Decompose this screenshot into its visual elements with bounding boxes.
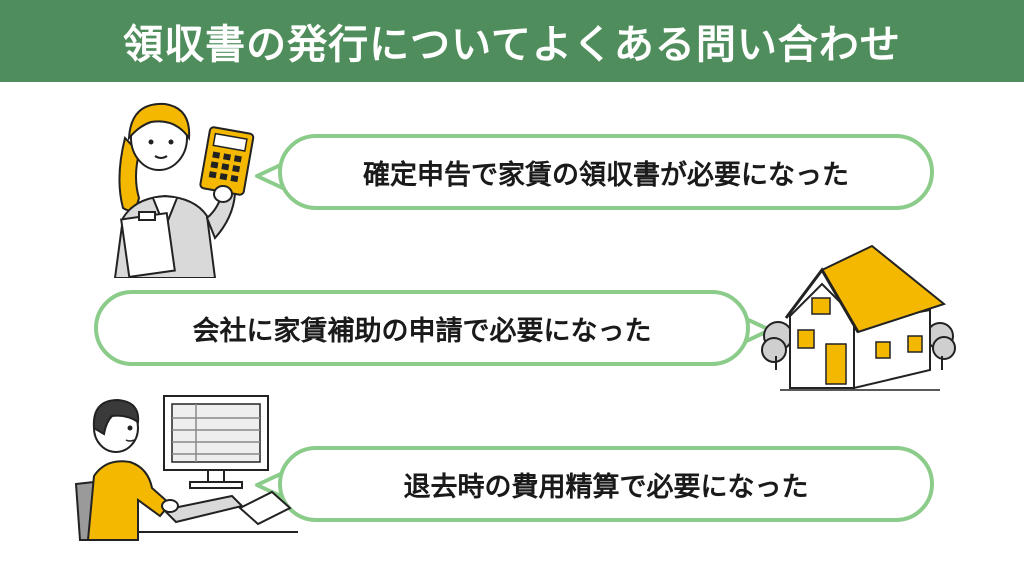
faq-text-3: 退去時の費用精算で必要になった bbox=[403, 471, 809, 503]
faq-bubble-1: 確定申告で家賃の領収書が必要になった bbox=[278, 134, 934, 210]
faq-text-1: 確定申告で家賃の領収書が必要になった bbox=[363, 159, 849, 191]
page-header: 領収書の発行についてよくある問い合わせ bbox=[0, 0, 1024, 82]
faq-bubble-2: 会社に家賃補助の申請で必要になった bbox=[94, 290, 750, 366]
faq-bubble-3: 退去時の費用精算で必要になった bbox=[278, 446, 934, 522]
woman-with-calculator-icon bbox=[113, 102, 255, 278]
man-at-computer-icon bbox=[74, 395, 298, 541]
house-icon bbox=[761, 244, 956, 391]
faq-text-2: 会社に家賃補助の申請で必要になった bbox=[192, 315, 652, 347]
page-title: 領収書の発行についてよくある問い合わせ bbox=[123, 22, 901, 68]
